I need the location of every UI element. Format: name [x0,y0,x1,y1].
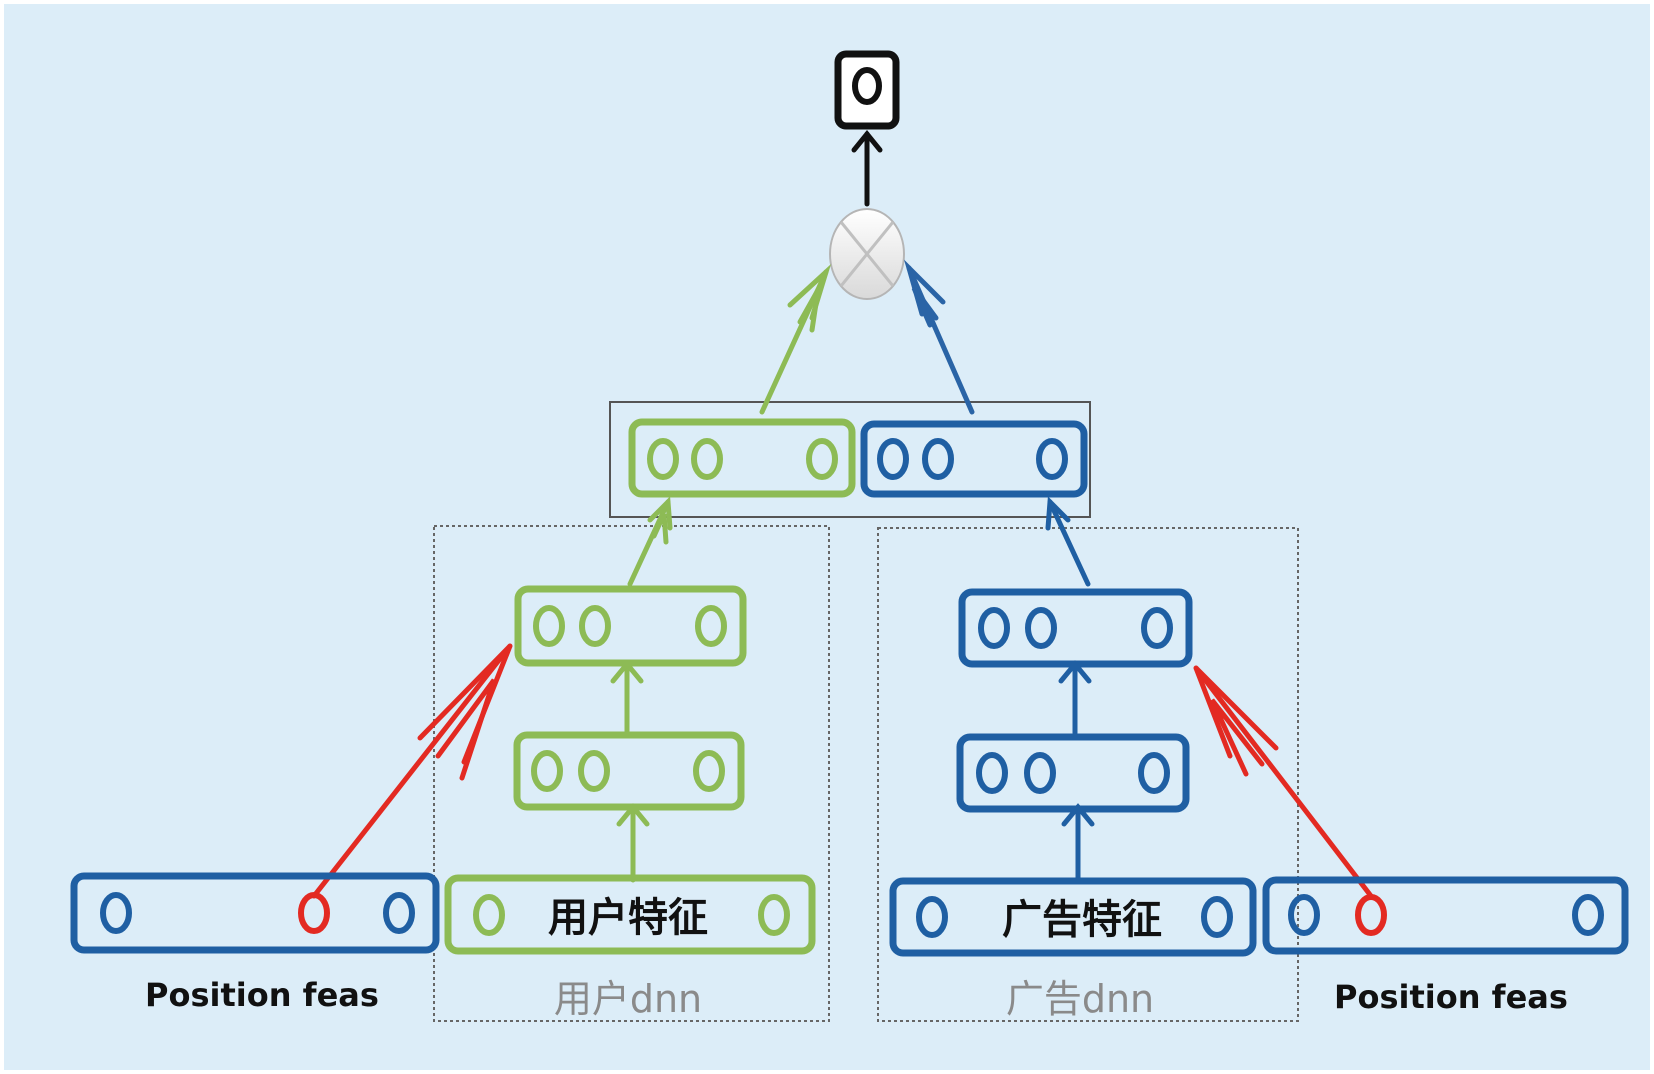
diagram-background [4,4,1650,1070]
neuron [916,896,948,938]
left-position-arrow [311,643,513,899]
neuron [806,438,838,480]
neuron [1025,607,1057,649]
product-operator [829,208,905,300]
neuron [976,752,1008,794]
neuron [691,438,723,480]
neuron [693,750,725,792]
position-neuron-highlighted [1355,894,1387,936]
neuron [695,605,727,647]
user-dnn-group [433,525,830,1022]
right-position-feas-label: Position feas [1334,978,1568,1016]
neuron [922,438,954,480]
concat-ad-block [860,420,1088,498]
neuron [1201,896,1233,938]
neuron [647,438,679,480]
concat-user-block [628,418,856,498]
ad-feature-block: 广告特征 [889,877,1257,957]
neuron [533,605,565,647]
ad-hidden-layer-1 [956,733,1190,813]
user-feature-label: 用户特征 [548,895,708,941]
position-neuron-highlighted [298,892,330,934]
neuron [877,438,909,480]
ad-dnn-label: 广告dnn [1006,977,1154,1021]
neuron [100,892,132,934]
neuron [758,894,790,936]
left-position-feas-label: Position feas [145,976,379,1014]
user-tower-arrows [610,496,673,883]
output-arrow [851,130,883,207]
user-hidden-layer-1 [513,731,745,811]
neuron [579,605,611,647]
output-node [834,50,900,130]
ad-dnn-group [877,527,1299,1022]
neuron [1141,607,1173,649]
user-to-product-arrow [759,263,832,415]
neuron [473,894,505,936]
neuron [1036,438,1068,480]
ad-hidden-layer-2 [958,588,1193,668]
user-dnn-label: 用户dnn [554,977,702,1021]
neuron [1572,894,1604,936]
neuron [1138,752,1170,794]
user-hidden-layer-2 [514,585,747,667]
user-feature-block: 用户特征 [444,874,816,955]
neuron [578,750,610,792]
right-position-feature-block [1262,876,1629,955]
left-position-feature-block [70,872,440,954]
neuron [383,892,415,934]
ad-feature-label: 广告特征 [1002,897,1162,943]
neuron [978,607,1010,649]
right-position-arrow [1193,665,1374,899]
neuron [1024,752,1056,794]
concat-container [609,401,1091,518]
neuron [531,750,563,792]
ad-to-product-arrow [903,259,975,415]
neuron [1288,894,1320,936]
